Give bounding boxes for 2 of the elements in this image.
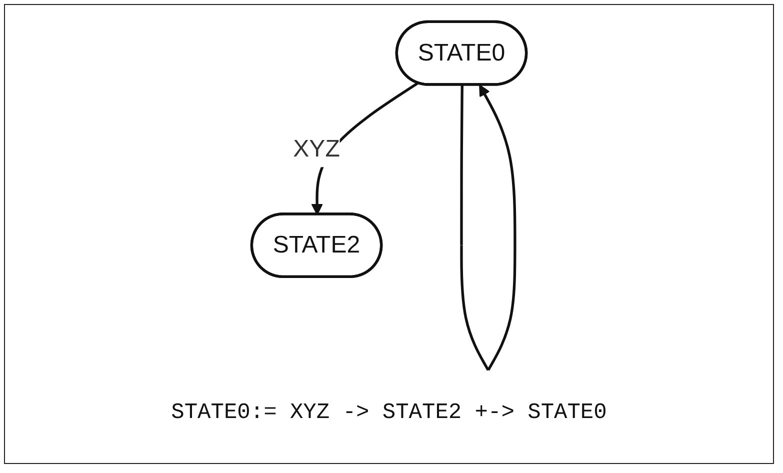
edge-label: XYZ xyxy=(293,135,340,162)
state-equation: STATE0:= XYZ -> STATE2 +-> STATE0 xyxy=(170,400,608,425)
